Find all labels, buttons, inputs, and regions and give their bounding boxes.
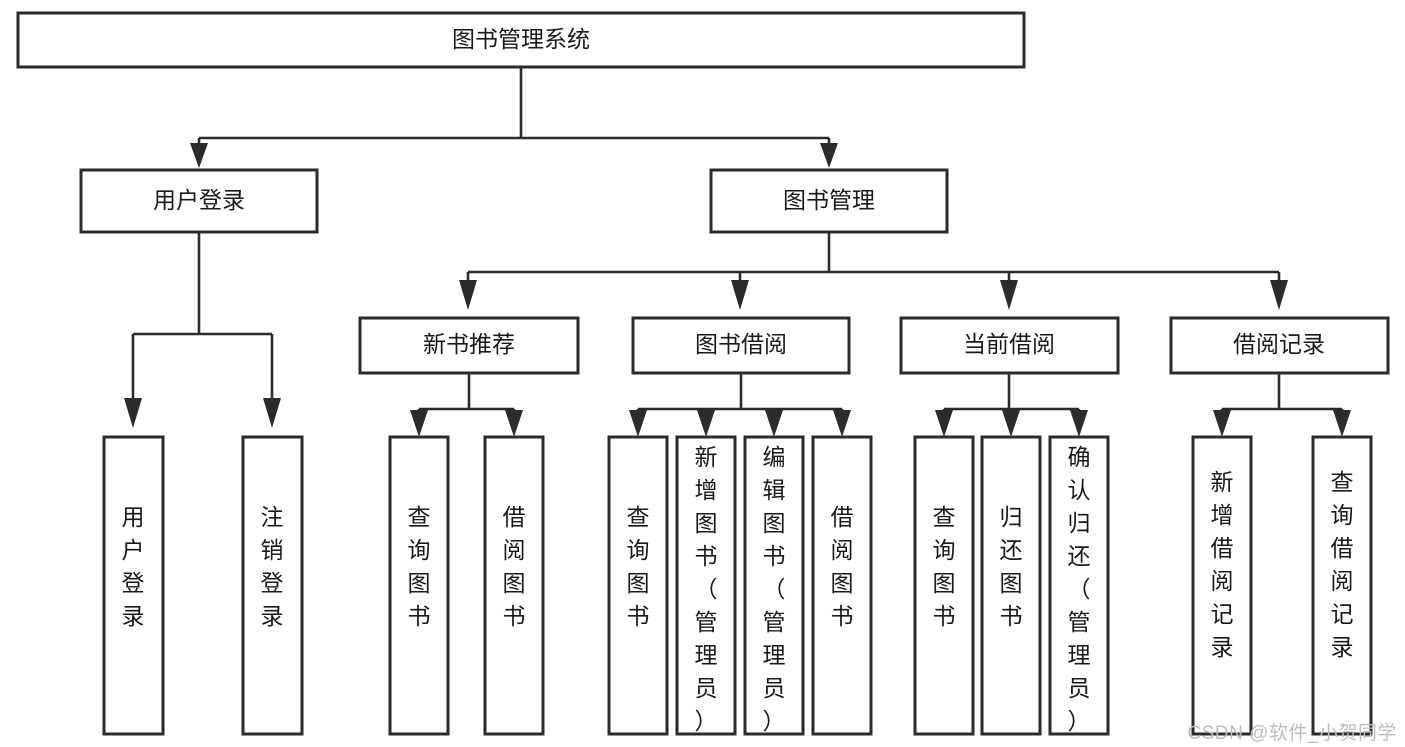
arrow-leaf-add-book <box>697 410 715 437</box>
leaf-borrow-book-2-box[interactable] <box>811 435 873 736</box>
connector-user-login-to-leaves <box>124 232 281 428</box>
leaf-query-record-label: 查询借阅记录 <box>1331 469 1354 660</box>
arrow-leaf-user-login <box>124 398 142 428</box>
leaf-add-book[interactable]: 新增图书（管理员） <box>675 435 737 736</box>
leaf-add-book-label: 新增图书（管理员） <box>695 444 718 734</box>
leaf-user-login-box[interactable] <box>102 435 165 736</box>
user-login-label: 用户登录 <box>153 187 245 213</box>
root-label: 图书管理系统 <box>452 26 590 52</box>
leaf-query-book-3-label: 查询图书 <box>933 504 956 629</box>
arrow-leaf-confirm-return <box>1070 410 1088 437</box>
leaf-borrow-book-1-box[interactable] <box>483 435 545 736</box>
arrow-book-borrow <box>731 280 749 310</box>
leaf-query-book-3[interactable]: 查询图书 <box>913 435 975 736</box>
leaf-query-book-1-label: 查询图书 <box>408 504 431 629</box>
arrow-leaf-add-record <box>1213 410 1231 437</box>
leaf-query-book-2-label: 查询图书 <box>627 504 650 629</box>
arrow-leaf-query-book-1 <box>410 410 428 437</box>
leaf-add-record-box[interactable] <box>1191 435 1253 736</box>
leaf-return-book-box[interactable] <box>980 435 1042 736</box>
node-new-book-recommend[interactable]: 新书推荐 <box>358 316 580 375</box>
leaf-borrow-book-1-label: 借阅图书 <box>503 504 526 629</box>
arrow-new-book-recommend <box>459 280 477 310</box>
leaf-edit-book-label: 编辑图书（管理员） <box>763 444 786 734</box>
leaf-borrow-book-2[interactable]: 借阅图书 <box>811 435 873 736</box>
arrow-user-login <box>190 143 208 168</box>
leaf-query-book-2-box[interactable] <box>607 435 669 736</box>
borrow-record-label: 借阅记录 <box>1233 331 1325 357</box>
node-current-borrow[interactable]: 当前借阅 <box>899 316 1120 375</box>
new-book-recommend-box[interactable] <box>358 316 580 375</box>
leaf-return-book-label: 归还图书 <box>1000 504 1023 629</box>
leaf-edit-book[interactable]: 编辑图书（管理员） <box>743 435 805 736</box>
leaf-query-book-3-box[interactable] <box>913 435 975 736</box>
arrow-book-manage <box>820 143 838 168</box>
arrow-leaf-logout <box>263 398 281 428</box>
arrow-current-borrow <box>1000 280 1018 310</box>
leaf-query-book-2[interactable]: 查询图书 <box>607 435 669 736</box>
node-borrow-record[interactable]: 借阅记录 <box>1169 316 1390 375</box>
leaf-logout-label: 注销登录 <box>261 504 284 629</box>
leaf-borrow-book-1[interactable]: 借阅图书 <box>483 435 545 736</box>
leaf-query-record-box[interactable] <box>1311 435 1373 736</box>
leaf-user-login[interactable]: 用户登录 <box>102 435 165 736</box>
borrow-record-box[interactable] <box>1169 316 1390 375</box>
leaf-logout-box[interactable] <box>241 435 304 736</box>
leaf-confirm-return[interactable]: 确认归还（管理员） <box>1048 435 1110 736</box>
leaf-query-record[interactable]: 查询借阅记录 <box>1311 435 1373 736</box>
node-root[interactable]: 图书管理系统 <box>16 11 1026 69</box>
arrow-leaf-borrow-book-2 <box>833 410 851 437</box>
arrow-leaf-query-book-2 <box>629 410 647 437</box>
node-user-login[interactable]: 用户登录 <box>79 168 319 234</box>
current-borrow-label: 当前借阅 <box>963 331 1055 357</box>
node-book-manage[interactable]: 图书管理 <box>709 168 949 234</box>
leaf-query-book-1[interactable]: 查询图书 <box>388 435 450 736</box>
book-borrow-label: 图书借阅 <box>695 331 787 357</box>
leaf-user-login-label: 用户登录 <box>122 504 145 629</box>
arrow-borrow-record <box>1270 280 1288 310</box>
arrow-leaf-edit-book <box>765 410 783 437</box>
connector-root-to-level2 <box>190 67 838 168</box>
book-borrow-box[interactable] <box>631 316 851 375</box>
connector-book-manage-to-level3 <box>459 232 1288 310</box>
new-book-recommend-label: 新书推荐 <box>423 331 515 357</box>
book-manage-box[interactable] <box>709 168 949 234</box>
arrow-leaf-borrow-book-1 <box>505 410 523 437</box>
connector-book-borrow-to-leaves <box>629 373 851 437</box>
leaf-borrow-book-2-label: 借阅图书 <box>831 504 854 629</box>
leaf-logout[interactable]: 注销登录 <box>241 435 304 736</box>
csdn-watermark: CSDN @软件_小贺同学 <box>1187 723 1397 744</box>
leaf-add-record-label: 新增借阅记录 <box>1211 469 1234 660</box>
leaf-add-book-box[interactable] <box>675 435 737 736</box>
arrow-leaf-return-book <box>1002 410 1020 437</box>
connector-borrow-record-to-leaves <box>1213 373 1351 437</box>
root-box[interactable] <box>16 11 1026 69</box>
node-book-borrow[interactable]: 图书借阅 <box>631 316 851 375</box>
arrow-leaf-query-record <box>1333 410 1351 437</box>
arrow-leaf-query-book-3 <box>935 410 953 437</box>
connector-current-borrow-to-leaves <box>935 373 1088 437</box>
leaf-add-record[interactable]: 新增借阅记录 <box>1191 435 1253 736</box>
leaf-query-book-1-box[interactable] <box>388 435 450 736</box>
leaf-confirm-return-box[interactable] <box>1048 435 1110 736</box>
leaf-edit-book-box[interactable] <box>743 435 805 736</box>
connector-new-book-to-leaves <box>410 373 523 437</box>
leaf-confirm-return-label: 确认归还（管理员） <box>1068 444 1091 734</box>
current-borrow-box[interactable] <box>899 316 1120 375</box>
leaf-return-book[interactable]: 归还图书 <box>980 435 1042 736</box>
book-manage-label: 图书管理 <box>783 187 875 213</box>
